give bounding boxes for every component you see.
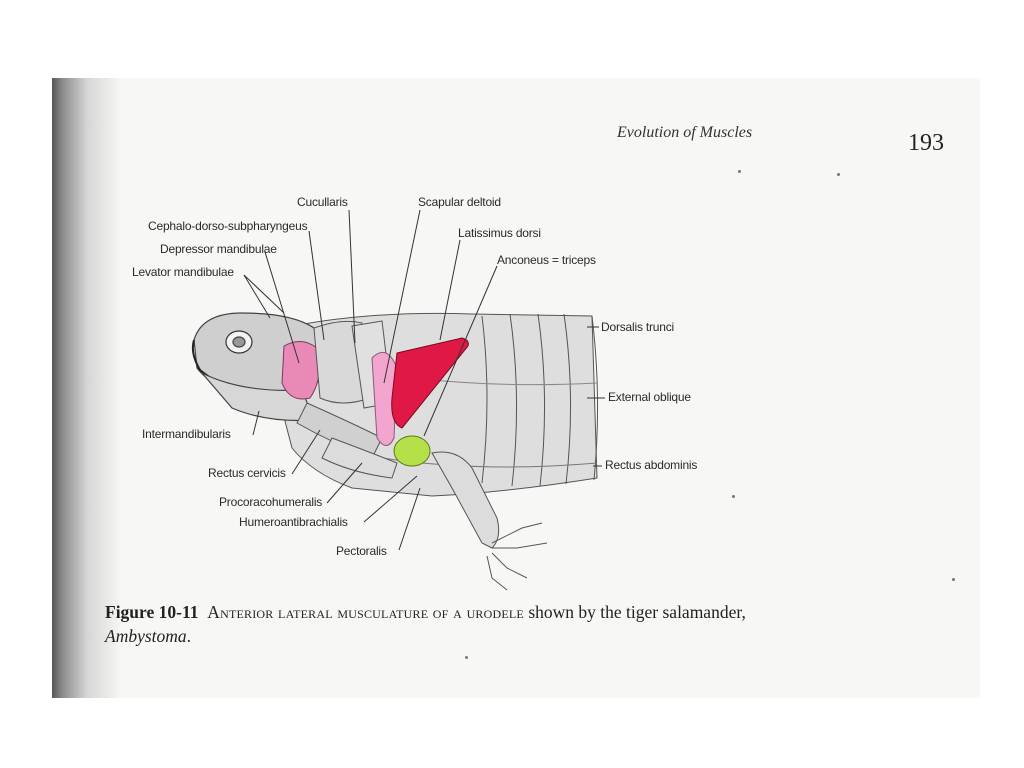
speck xyxy=(732,495,735,498)
label-humeroantibrachialis: Humeroantibrachialis xyxy=(239,515,348,529)
label-depressor-mandibulae: Depressor mandibulae xyxy=(160,242,277,256)
figure-number: Figure 10-11 xyxy=(105,602,199,622)
leader-lines xyxy=(243,209,605,551)
label-pectoralis: Pectoralis xyxy=(336,544,387,558)
label-rectus-cervicis: Rectus cervicis xyxy=(208,466,286,480)
label-cucullaris: Cucullaris xyxy=(297,195,348,209)
caption-text: shown by the tiger salamander, xyxy=(528,602,746,622)
label-rectus-abdominis: Rectus abdominis xyxy=(605,458,698,472)
label-intermandibularis: Intermandibularis xyxy=(142,427,231,441)
neck-muscles xyxy=(296,320,393,459)
label-procoracohumeralis: Procoracohumeralis xyxy=(219,495,323,509)
speck xyxy=(465,656,468,659)
label-anconeus-triceps: Anconeus = triceps xyxy=(497,253,596,267)
figure-caption: Figure 10-11 Anterior lateral musculatur… xyxy=(105,600,805,648)
salamander-illustration xyxy=(191,209,605,591)
caption-end: . xyxy=(186,626,192,646)
running-head: Evolution of Muscles xyxy=(617,124,753,141)
book-page: Evolution of Muscles 193 xyxy=(52,78,980,698)
anconeus-highlight xyxy=(393,435,431,467)
depressor-mandibulae-highlight xyxy=(281,341,320,400)
genus-name: Ambystoma xyxy=(105,626,187,646)
label-levator-mandibulae: Levator mandibulae xyxy=(132,265,234,279)
label-dorsalis-trunci: Dorsalis trunci xyxy=(601,320,675,334)
forelimb xyxy=(321,437,548,591)
scapular-deltoid-highlight xyxy=(371,351,398,446)
label-latissimus-dorsi: Latissimus dorsi xyxy=(458,226,541,240)
label-scapular-deltoid: Scapular deltoid xyxy=(418,195,501,209)
figure-title: Anterior lateral musculature of a urodel… xyxy=(207,602,524,622)
label-cephalo-dorso-subpharyngeus: Cephalo-dorso-subpharyngeus xyxy=(148,219,308,233)
speck xyxy=(952,578,955,581)
label-external-oblique: External oblique xyxy=(608,390,691,404)
speck xyxy=(837,173,840,176)
page-gutter-shadow xyxy=(52,78,122,698)
page-number: 193 xyxy=(908,130,944,156)
speck xyxy=(738,170,741,173)
